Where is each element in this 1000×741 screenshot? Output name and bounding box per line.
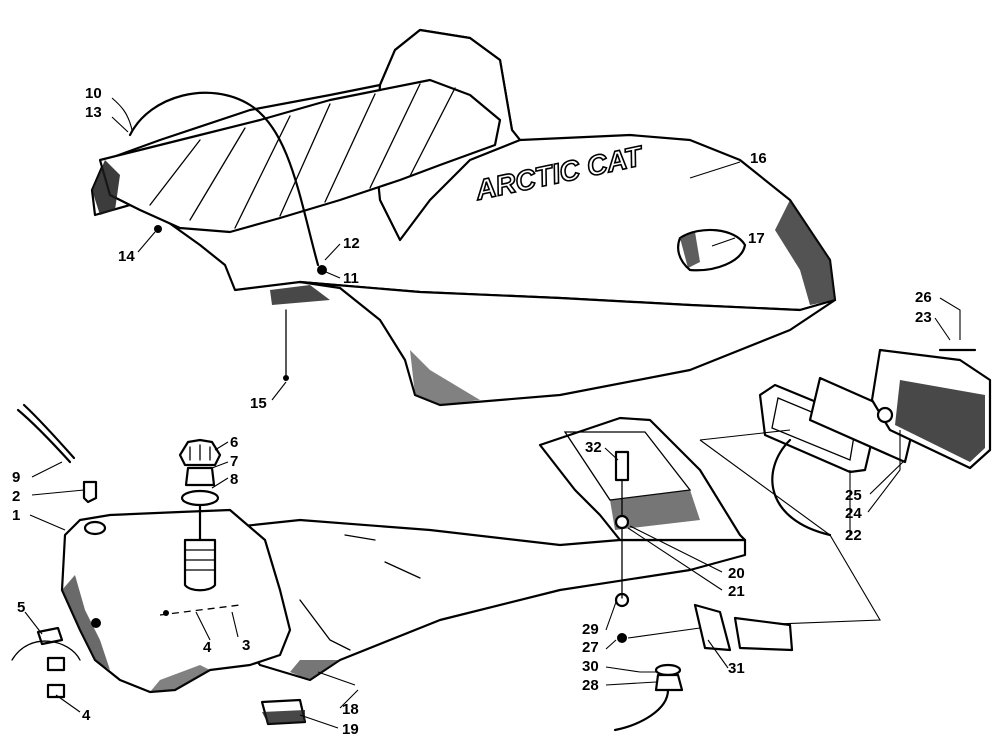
hardware-link <box>627 627 701 639</box>
fastener-11 <box>317 265 327 275</box>
cap-gasket <box>184 466 216 487</box>
gas-tank <box>60 508 292 694</box>
tank-shade-base <box>150 665 210 692</box>
tank-shade-front <box>62 575 110 670</box>
fuel-line-3 <box>159 604 241 616</box>
mount-block-shade <box>262 710 305 724</box>
seat-strap <box>128 91 320 267</box>
callout-14: 14 <box>118 248 135 265</box>
harness-upper <box>699 429 791 441</box>
vent-fitting-2 <box>82 480 98 504</box>
callout-31: 31 <box>728 660 745 677</box>
fitting-4-lower <box>46 683 66 699</box>
callout-2: 2 <box>12 488 20 505</box>
callout-3: 3 <box>242 637 250 654</box>
callout-15: 15 <box>250 395 267 412</box>
seat-quilt-lines <box>149 83 456 229</box>
callout-12: 12 <box>343 235 360 252</box>
tunnel-shade <box>290 660 340 680</box>
fuel-fittings <box>11 626 81 699</box>
seat-shade-flank <box>410 350 480 405</box>
callout-10: 10 <box>85 85 102 102</box>
callout-11: 11 <box>343 270 359 287</box>
mount-block <box>260 671 356 726</box>
callout-27: 27 <box>582 639 599 656</box>
tank-body <box>60 508 292 694</box>
tunnel-body <box>223 518 747 682</box>
callout-30: 30 <box>582 658 599 675</box>
taillight-lens-shade <box>895 380 985 462</box>
callout-26: 26 <box>915 289 932 306</box>
switch-bracket-31 <box>693 603 732 652</box>
callout-25: 25 <box>845 487 862 504</box>
callout-32: 32 <box>585 439 602 456</box>
switch-hardware <box>613 450 794 732</box>
switch-body <box>733 616 794 652</box>
callout-4-tank: 4 <box>203 639 212 656</box>
taillight-wire <box>771 438 832 537</box>
callout-4-fitting: 4 <box>82 707 91 724</box>
tank-filler-neck <box>183 538 217 592</box>
fitting-5 <box>36 626 64 646</box>
callout-5: 5 <box>17 599 25 616</box>
vent-hose-9 <box>16 408 72 464</box>
bolt-32 <box>614 450 630 482</box>
filler-flange <box>180 489 220 507</box>
callout-20: 20 <box>728 565 745 582</box>
rivet-18-line <box>317 671 356 686</box>
gas-cap-assembly <box>178 438 222 542</box>
callout-22: 22 <box>845 527 862 544</box>
tunnel-slot-b <box>384 561 421 579</box>
filler-threads <box>184 549 216 571</box>
leader-lines <box>24 97 961 729</box>
fuel-pickup <box>163 610 169 616</box>
tank-fitting <box>91 618 101 628</box>
wiring-harness <box>699 429 881 626</box>
rivet-20 <box>614 514 630 530</box>
callout-17: 17 <box>748 230 765 247</box>
callout-29: 29 <box>582 621 599 638</box>
fuel-vent <box>16 403 98 504</box>
callout-16: 16 <box>750 150 767 167</box>
callout-labels: 1 2 3 4 4 5 6 7 8 9 10 11 12 13 14 15 16… <box>12 85 932 738</box>
switch-wire <box>613 688 670 732</box>
fuel-hose-loop <box>11 640 81 661</box>
taillight-bulb <box>876 406 894 424</box>
taillight-assembly <box>758 348 992 537</box>
callout-23: 23 <box>915 309 932 326</box>
cap-ribs <box>189 444 211 461</box>
callout-6: 6 <box>230 434 238 451</box>
seat-shade-rear <box>775 200 835 305</box>
callout-13: 13 <box>85 104 102 121</box>
recess-shadow <box>680 232 700 268</box>
callout-19: 19 <box>342 721 359 738</box>
tunnel-assembly <box>223 416 747 682</box>
tunnel-slot-a <box>344 534 376 541</box>
seat-shade-front <box>92 160 120 215</box>
callout-21: 21 <box>728 583 745 600</box>
callout-28: 28 <box>582 677 599 694</box>
washer-28 <box>654 663 682 677</box>
taillight-housing <box>758 383 874 474</box>
grommet-28 <box>654 673 684 692</box>
callout-24: 24 <box>845 505 862 522</box>
seat-assembly: ARCTIC CAT <box>90 28 837 407</box>
fastener-15 <box>283 375 289 381</box>
harness-route <box>699 439 881 626</box>
tunnel-box-shadow <box>610 490 700 530</box>
fastener-14 <box>154 225 162 233</box>
seat-shade-under <box>270 285 330 305</box>
seat-cushion <box>98 78 502 234</box>
callout-1: 1 <box>12 507 20 524</box>
tank-vent-boss <box>83 520 107 536</box>
washer-27 <box>617 633 627 643</box>
tunnel-edge <box>299 599 351 651</box>
callout-18: 18 <box>342 701 359 718</box>
callout-7: 7 <box>230 453 238 470</box>
callout-9: 9 <box>12 469 20 486</box>
fitting-4-upper <box>46 656 66 672</box>
callout-8: 8 <box>230 471 238 488</box>
